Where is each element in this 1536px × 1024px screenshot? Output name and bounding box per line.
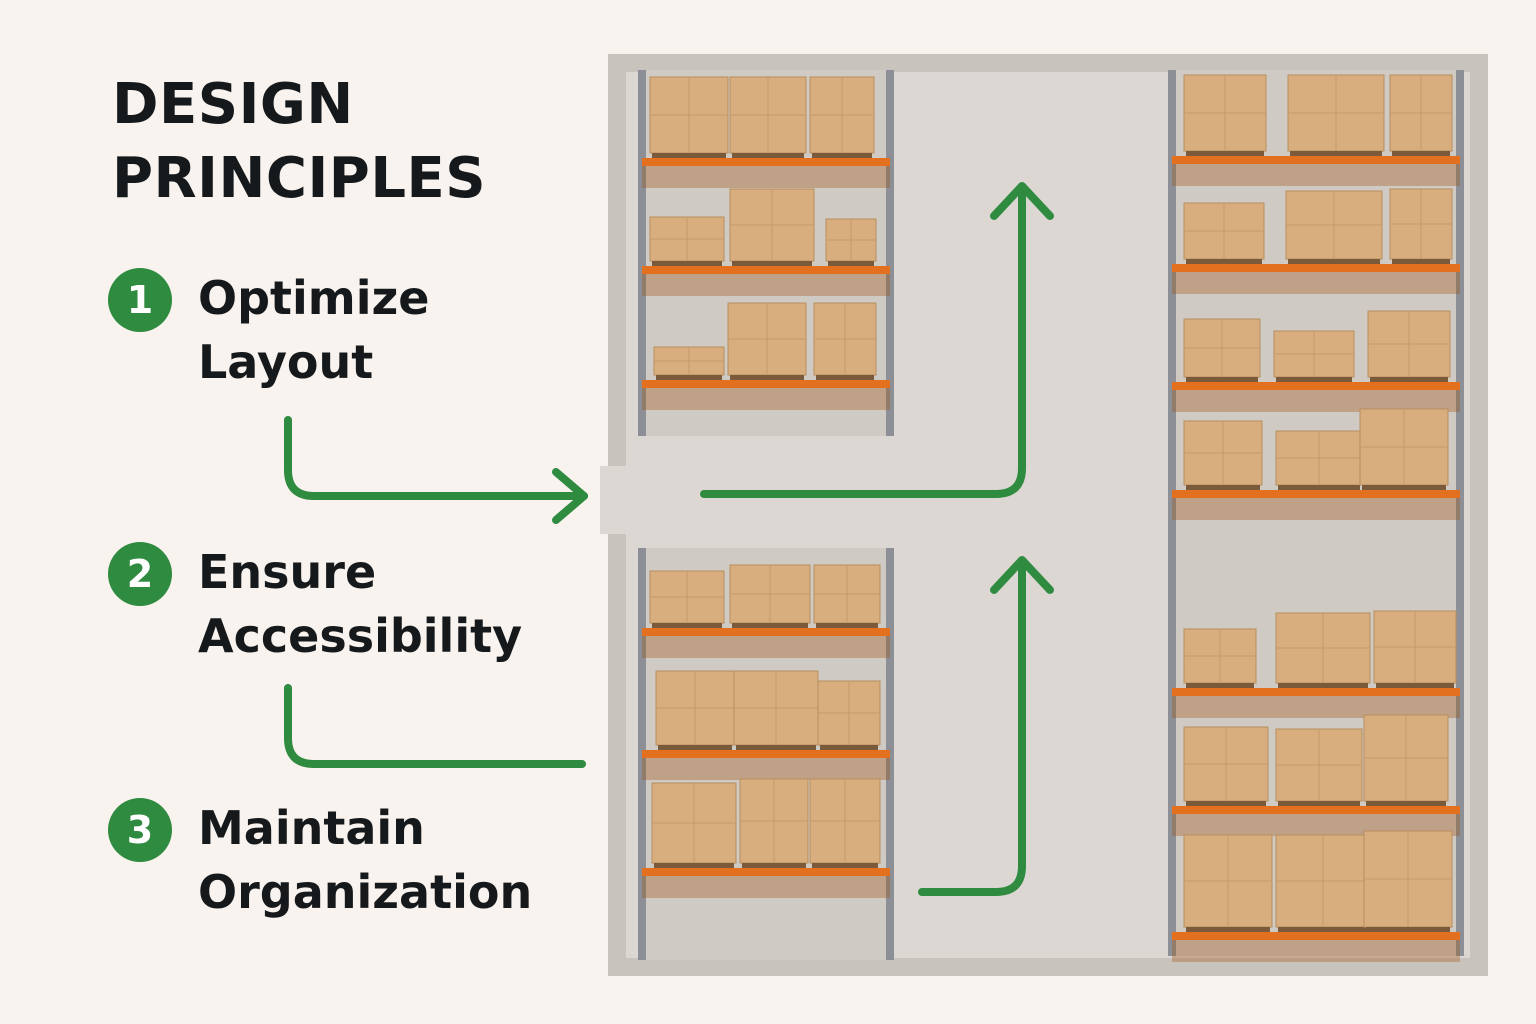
number-badge-3: 3 [108,798,172,862]
principle-label-3-line2: Organization [198,865,533,919]
pallet [654,863,734,868]
shelf-beam [1172,688,1460,696]
pallet [1366,927,1450,932]
pallet [652,261,722,266]
arrowhead-up-lower [990,556,1054,594]
shelf-beam [1172,806,1460,814]
pallet [736,745,816,750]
arrow-aisle-upper [700,186,1026,498]
pallet [816,623,878,628]
shelf-shadow [642,636,890,658]
rack-bottom-left [638,548,894,960]
page-title-line2: PRINCIPLES [112,146,487,211]
pallet [1290,151,1382,156]
flow-arrows [284,182,1054,896]
pallet [656,375,722,380]
pallet [1186,259,1262,264]
principle-label-2: Ensure Accessibility [198,540,522,668]
entrance-gap [600,466,630,534]
pallet [658,745,732,750]
pallet [1186,927,1270,932]
pallet [816,375,874,380]
principle-label-3: Maintain Organization [198,796,532,924]
pallet [1366,801,1446,806]
shelf-shadow [1172,390,1460,412]
pallet [1186,683,1254,688]
pallet [1278,801,1360,806]
pallet [1362,485,1446,490]
pallet [820,745,878,750]
pallet [1392,151,1450,156]
pallet [1186,377,1258,382]
arrow-ensure-accessibility [284,684,586,768]
pallet [732,623,808,628]
shelf-beam [1172,490,1460,498]
pallet [1186,801,1266,806]
arrowhead-entrance [552,468,588,524]
rack-right [1168,70,1464,962]
page-title: DESIGN PRINCIPLES [112,68,486,216]
pallet [730,375,804,380]
pallet [1276,377,1352,382]
rack-upright [1456,70,1464,956]
pallet [652,153,726,158]
pallet [812,153,872,158]
shelf-beam [642,158,890,166]
pallet [652,623,722,628]
principle-label-1: Optimize Layout [198,266,429,394]
shelf-beam [642,628,890,636]
shelf-shadow [1172,272,1460,294]
arrowhead-up-upper [990,182,1054,220]
pallet [1278,683,1368,688]
pallet [1392,259,1450,264]
rack-upright [886,70,894,436]
shelf-shadow [1172,940,1460,962]
shelf-shadow [642,388,890,410]
shelf-shadow [642,758,890,780]
shelf-beam [1172,932,1460,940]
arrow-aisle-lower [918,560,1026,896]
pallet [1278,927,1368,932]
shelf-shadow [642,274,890,296]
pallet [812,863,878,868]
shelf-beam [642,380,890,388]
pallet [732,153,804,158]
pallet [1186,151,1264,156]
pallet [1376,683,1454,688]
shelf-shadow [642,876,890,898]
pallet [742,863,806,868]
pallet [828,261,874,266]
shelf-shadow [1172,164,1460,186]
pallet [1370,377,1448,382]
shelf-shadow [642,166,890,188]
shelf-beam [1172,382,1460,390]
pallet [1278,485,1360,490]
principle-label-1-line2: Layout [198,335,374,389]
principle-label-1-line1: Optimize [198,271,430,325]
rack-top-left [638,70,894,436]
shelf-shadow [1172,498,1460,520]
shelf-shadow [1172,696,1460,718]
pallet [1186,485,1260,490]
pallet [1288,259,1380,264]
shelf-beam [642,750,890,758]
shelf-beam [1172,264,1460,272]
shelf-beam [642,266,890,274]
pallet [732,261,812,266]
shelf-beam [642,868,890,876]
arrow-optimize-layout [284,416,588,500]
principle-label-2-line1: Ensure [198,545,377,599]
number-badge-1: 1 [108,268,172,332]
page-title-line1: DESIGN [112,72,354,137]
number-badge-2: 2 [108,542,172,606]
principle-label-2-line2: Accessibility [198,609,523,663]
shelf-beam [1172,156,1460,164]
rack-upright [638,70,646,436]
principle-label-3-line1: Maintain [198,801,425,855]
rack-upright [1168,70,1176,956]
